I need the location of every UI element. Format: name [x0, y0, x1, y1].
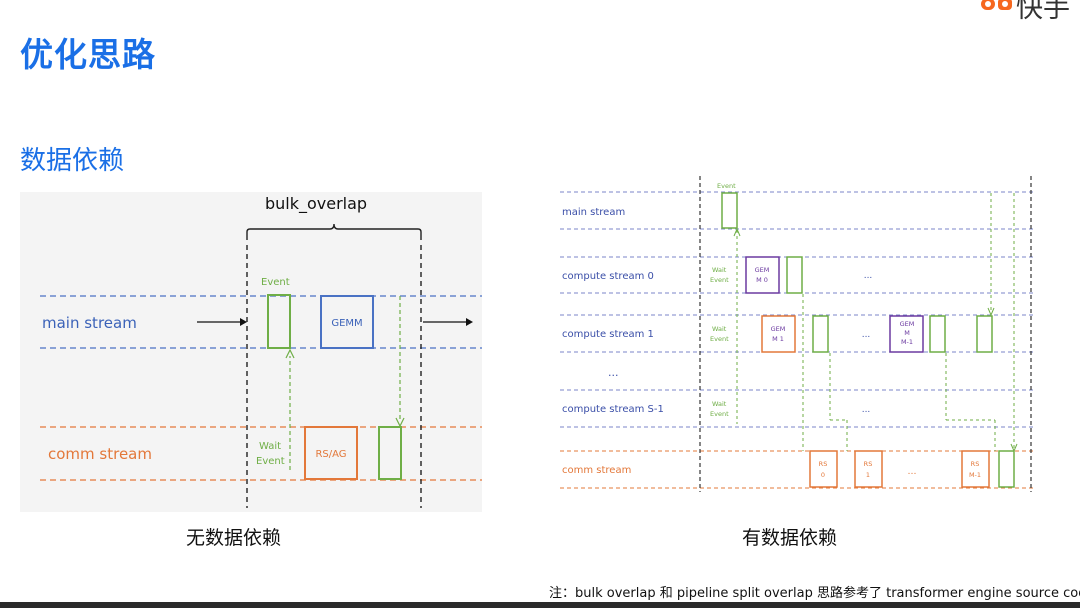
r-event-label: Event — [717, 182, 736, 190]
r-gemm0-l2: M 0 — [756, 276, 768, 284]
r-gemmM-box — [889, 315, 924, 353]
kuaishou-logo: 快手 — [980, 0, 1080, 24]
logo-mark-icon — [981, 0, 1012, 10]
wait-arrow-head-icon — [285, 348, 295, 359]
r-wait-label-0: Wait — [712, 266, 727, 274]
left-caption: 无数据依赖 — [186, 527, 282, 549]
r-cs1-ellipsis: ... — [862, 330, 871, 340]
r-gemmM-l1: GEM — [900, 320, 915, 328]
event-label: Event — [261, 277, 290, 288]
bulk-overlap-label: bulk_overlap — [265, 194, 367, 214]
r-rsM-l2: M-1 — [969, 471, 981, 479]
r-arrow-icon-3 — [733, 227, 741, 237]
r-comm-event-box — [998, 450, 1015, 488]
rs-ag-label: RS/AG — [315, 449, 346, 460]
rs-ag-box — [304, 426, 358, 480]
r-cs0-event-box — [786, 256, 803, 294]
r-stream-dots: ... — [608, 366, 619, 379]
r-comm-stream-label: comm stream — [562, 465, 631, 476]
output-arrow-head-icon — [466, 318, 473, 326]
r-comm-ellipsis: … — [908, 467, 917, 477]
r-rs1-box — [854, 450, 883, 488]
input-arrow-head-icon — [240, 318, 247, 326]
gemm-box — [320, 295, 374, 349]
right-caption: 有数据依赖 — [742, 527, 838, 549]
section-title: 数据依赖 — [20, 146, 125, 176]
r-css1-ellipsis: ... — [862, 405, 871, 415]
r-main-event-box — [721, 192, 738, 229]
r-rsM-l1: RS — [971, 460, 980, 468]
wait-label: Wait — [259, 441, 281, 452]
r-rs1-l1: RS — [864, 460, 873, 468]
r-rs0-l1: RS — [819, 460, 828, 468]
comm-event-box — [378, 426, 402, 480]
r-dependency-lines — [736, 193, 1015, 451]
r-rs0-l2: 0 — [821, 471, 825, 479]
r-compute-stream-1-label: compute stream 1 — [562, 329, 654, 340]
r-cs1-event-box-b — [929, 315, 946, 353]
logo-text: 快手 — [1016, 0, 1070, 24]
r-gemm1-l2: M 1 — [772, 335, 784, 343]
r-gemmM-l3: M-1 — [901, 338, 913, 346]
footnote: 注：bulk overlap 和 pipeline split overlap … — [549, 586, 1080, 601]
page-title: 优化思路 — [20, 35, 156, 74]
wait-event-label: Event — [256, 456, 285, 467]
r-main-stream-label: main stream — [562, 207, 625, 218]
r-gemm0-box — [745, 256, 780, 294]
r-compute-stream-0-label: compute stream 0 — [562, 271, 654, 282]
r-cs0-ellipsis: ... — [864, 271, 873, 281]
r-wait-label-1: Wait — [712, 325, 727, 333]
comm-stream-label: comm stream — [48, 445, 152, 463]
r-wait-event-label-1: Event — [710, 335, 729, 343]
r-cs1-event-box-a — [812, 315, 829, 353]
r-gemm1-box — [761, 315, 796, 353]
right-lane-lines — [560, 191, 1036, 428]
r-gemm0-l1: GEM — [755, 266, 770, 274]
right-comm-lane-lines — [560, 450, 1036, 489]
r-gemm1-l1: GEM — [771, 325, 786, 333]
right-diagram: main stream compute stream 0 compute str… — [560, 176, 1036, 492]
event-box — [267, 294, 291, 349]
r-gemmM-l2: M — [904, 329, 910, 337]
bottom-bar — [0, 602, 1080, 608]
r-wait-event-label-0: Event — [710, 276, 729, 284]
bulk-overlap-brace — [246, 223, 422, 240]
r-rsM-box — [961, 450, 990, 488]
r-wait-event-label-s1: Event — [710, 410, 729, 418]
r-arrow-icon-1 — [987, 307, 995, 317]
r-cs1-event-box-c — [976, 315, 993, 353]
left-diagram-background — [20, 192, 482, 512]
r-rs1-l2: 1 — [866, 471, 870, 479]
gemm-label: GEMM — [331, 318, 362, 329]
left-diagram: bulk_overlap main stream comm stream Eve… — [20, 192, 482, 512]
r-wait-label-s1: Wait — [712, 400, 727, 408]
r-compute-stream-s1-label: compute stream S-1 — [562, 404, 664, 415]
r-rs0-box — [809, 450, 838, 488]
main-stream-label: main stream — [42, 314, 137, 332]
